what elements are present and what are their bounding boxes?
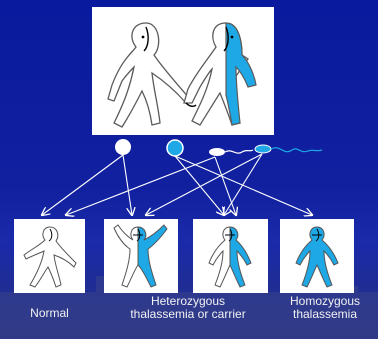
homozygous-child-figure: [280, 219, 354, 293]
carrier-child-figure-2: [193, 219, 268, 293]
caption-heterozygous: Heterozygous thalassemia or carrier: [108, 295, 268, 321]
arrow-white-sperm-to-normal: [66, 157, 215, 215]
caption-homozygous-line2: thalassemia: [280, 308, 370, 321]
offspring-panel-normal: [14, 219, 85, 293]
caption-homozygous: Homozygous thalassemia: [280, 295, 370, 321]
caption-normal: Normal: [14, 307, 85, 320]
carrier-child-figure-1: [104, 219, 178, 293]
arrow-white-egg-to-normal: [42, 155, 123, 215]
arrow-blue-sperm-to-carrier1: [146, 154, 262, 215]
offspring-panel-carrier-1: [104, 219, 178, 293]
caption-heterozygous-line2: thalassemia or carrier: [108, 308, 268, 321]
arrow-blue-sperm-to-carrier2-b: [224, 154, 262, 215]
normal-child-figure: [14, 219, 85, 293]
arrow-blue-egg-to-carrier2: [175, 156, 224, 215]
arrow-white-sperm-to-carrier2: [215, 157, 236, 215]
arrow-white-egg-to-carrier1: [123, 155, 132, 215]
offspring-panel-carrier-2: [193, 219, 268, 293]
offspring-panel-homozygous: [280, 219, 354, 293]
